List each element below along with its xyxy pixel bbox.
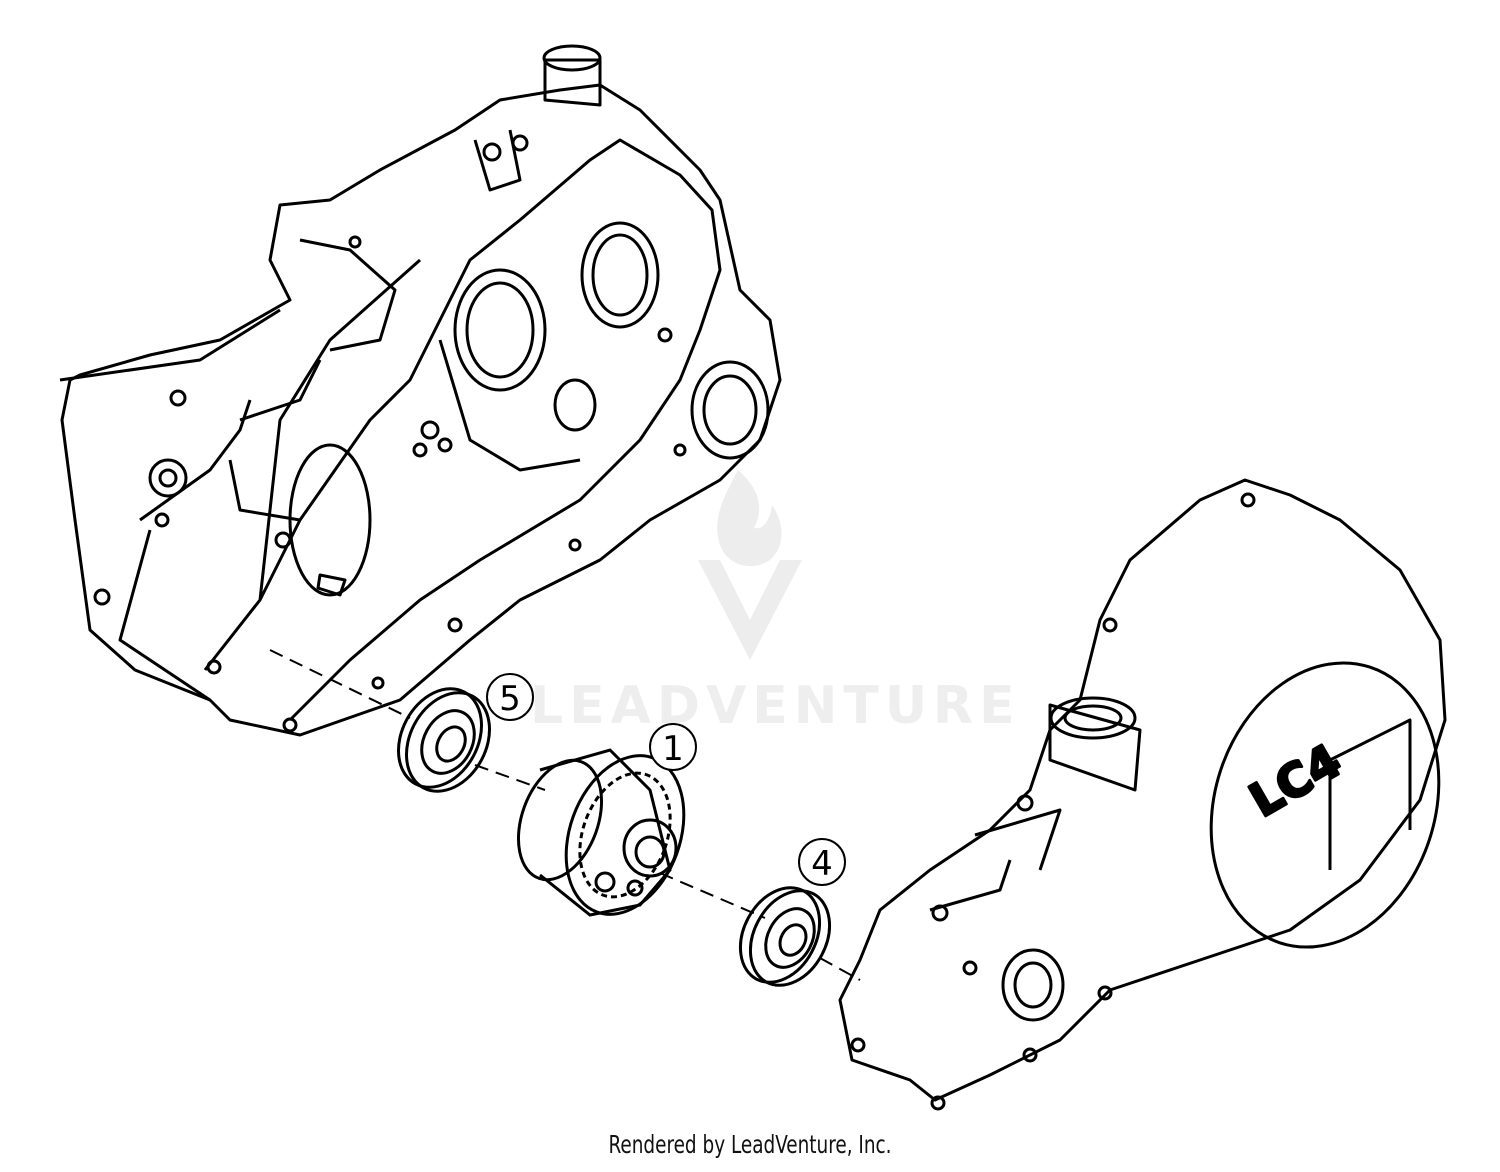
callout-4-number: 4 <box>811 844 833 884</box>
callout-4: 4 <box>798 838 846 886</box>
watermark-text: LEADVENTURE <box>530 676 1021 736</box>
crankcase-half <box>59 44 782 737</box>
assembly-axis-line <box>269 649 861 981</box>
watermark-logo <box>698 470 802 660</box>
callout-5-number: 5 <box>499 679 521 719</box>
callout-4-circle <box>798 838 846 886</box>
bearing-part-5 <box>397 687 491 793</box>
callout-5-circle <box>486 673 534 721</box>
cover-logo-text: LC4 <box>1241 733 1350 827</box>
bearing-part-4 <box>738 886 832 987</box>
callout-1-circle <box>649 723 697 771</box>
callout-5: 5 <box>486 673 534 721</box>
callout-1: 1 <box>649 723 697 771</box>
side-cover: LC4 <box>838 478 1447 1111</box>
callout-1-number: 1 <box>662 729 684 769</box>
footer-credit: Rendered by LeadVenture, Inc. <box>608 1130 892 1159</box>
